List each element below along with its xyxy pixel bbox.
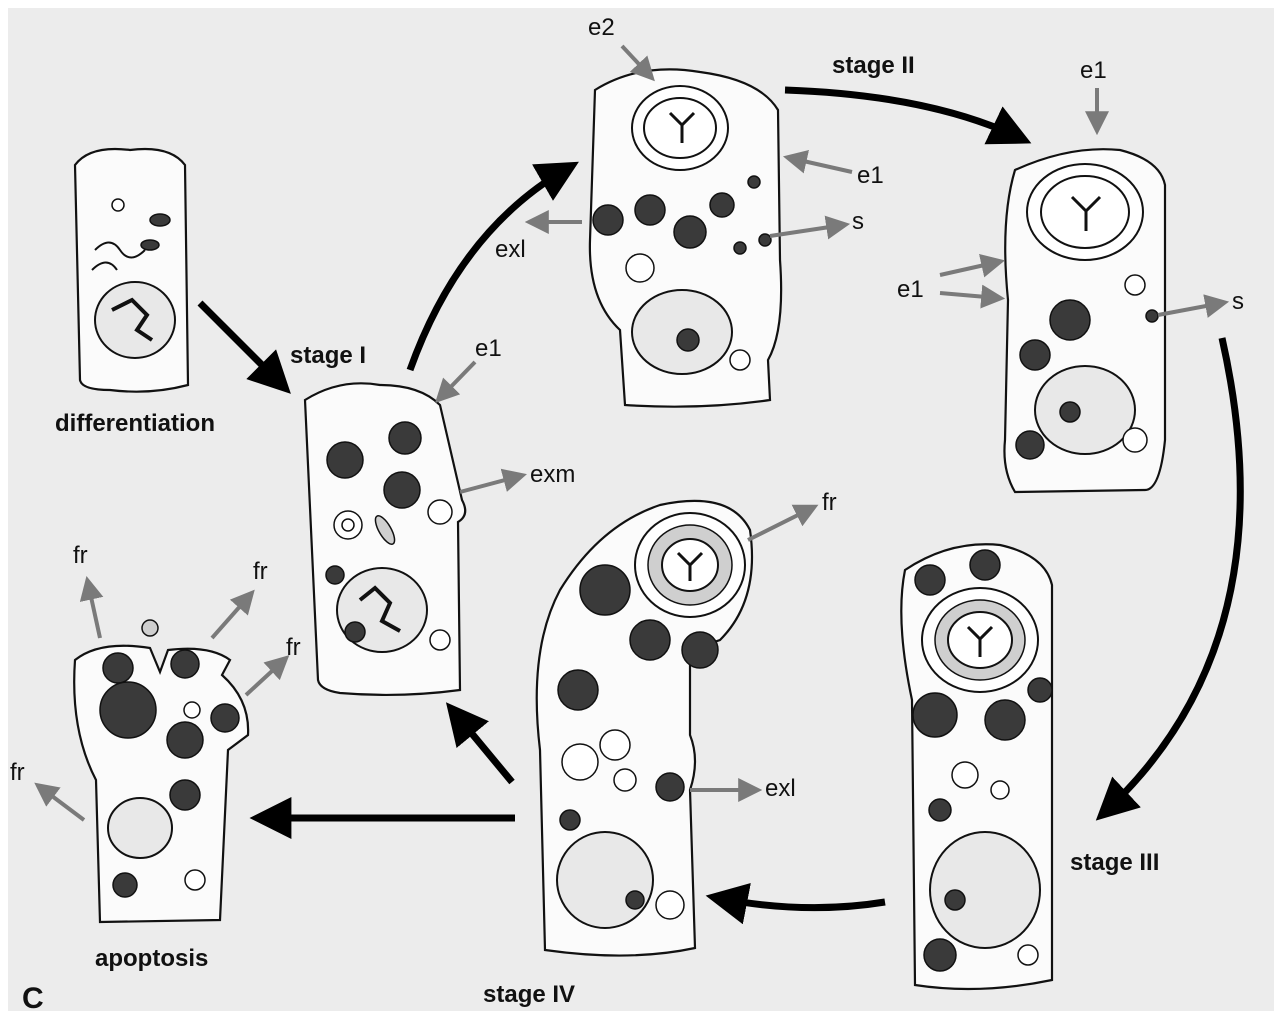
label-stage-4: stage IV <box>483 981 575 1008</box>
label-e2: e2 <box>588 14 615 41</box>
label-e1-top: e1 <box>1080 57 1107 84</box>
cell-stage-2b <box>1004 149 1165 492</box>
label-fr-apoptosis-mid: fr <box>286 634 301 661</box>
cell-stage-3 <box>901 544 1052 989</box>
panel-letter: C <box>22 982 44 1015</box>
label-exl-stage-2: exl <box>495 236 526 263</box>
cell-stage-1 <box>305 383 465 695</box>
label-differentiation: differentiation <box>55 410 215 437</box>
label-s-stage-2b: s <box>1232 288 1244 315</box>
label-exm: exm <box>530 461 575 488</box>
label-stage-1: stage I <box>290 342 366 369</box>
label-fr-apoptosis-top-left: fr <box>73 542 88 569</box>
label-s-stage-2: s <box>852 208 864 235</box>
label-fr-apoptosis-left: fr <box>10 759 25 786</box>
label-e1-left: e1 <box>897 276 924 303</box>
cell-differentiation <box>75 149 188 392</box>
label-stage-3: stage III <box>1070 849 1159 876</box>
label-exl-stage-4: exl <box>765 775 796 802</box>
label-apoptosis: apoptosis <box>95 945 208 972</box>
label-e1-stage-2: e1 <box>857 162 884 189</box>
label-stage-2: stage II <box>832 52 915 79</box>
label-e1-stage-1: e1 <box>475 335 502 362</box>
label-fr-apoptosis-top-right: fr <box>253 558 268 585</box>
label-fr-stage-4: fr <box>822 489 837 516</box>
